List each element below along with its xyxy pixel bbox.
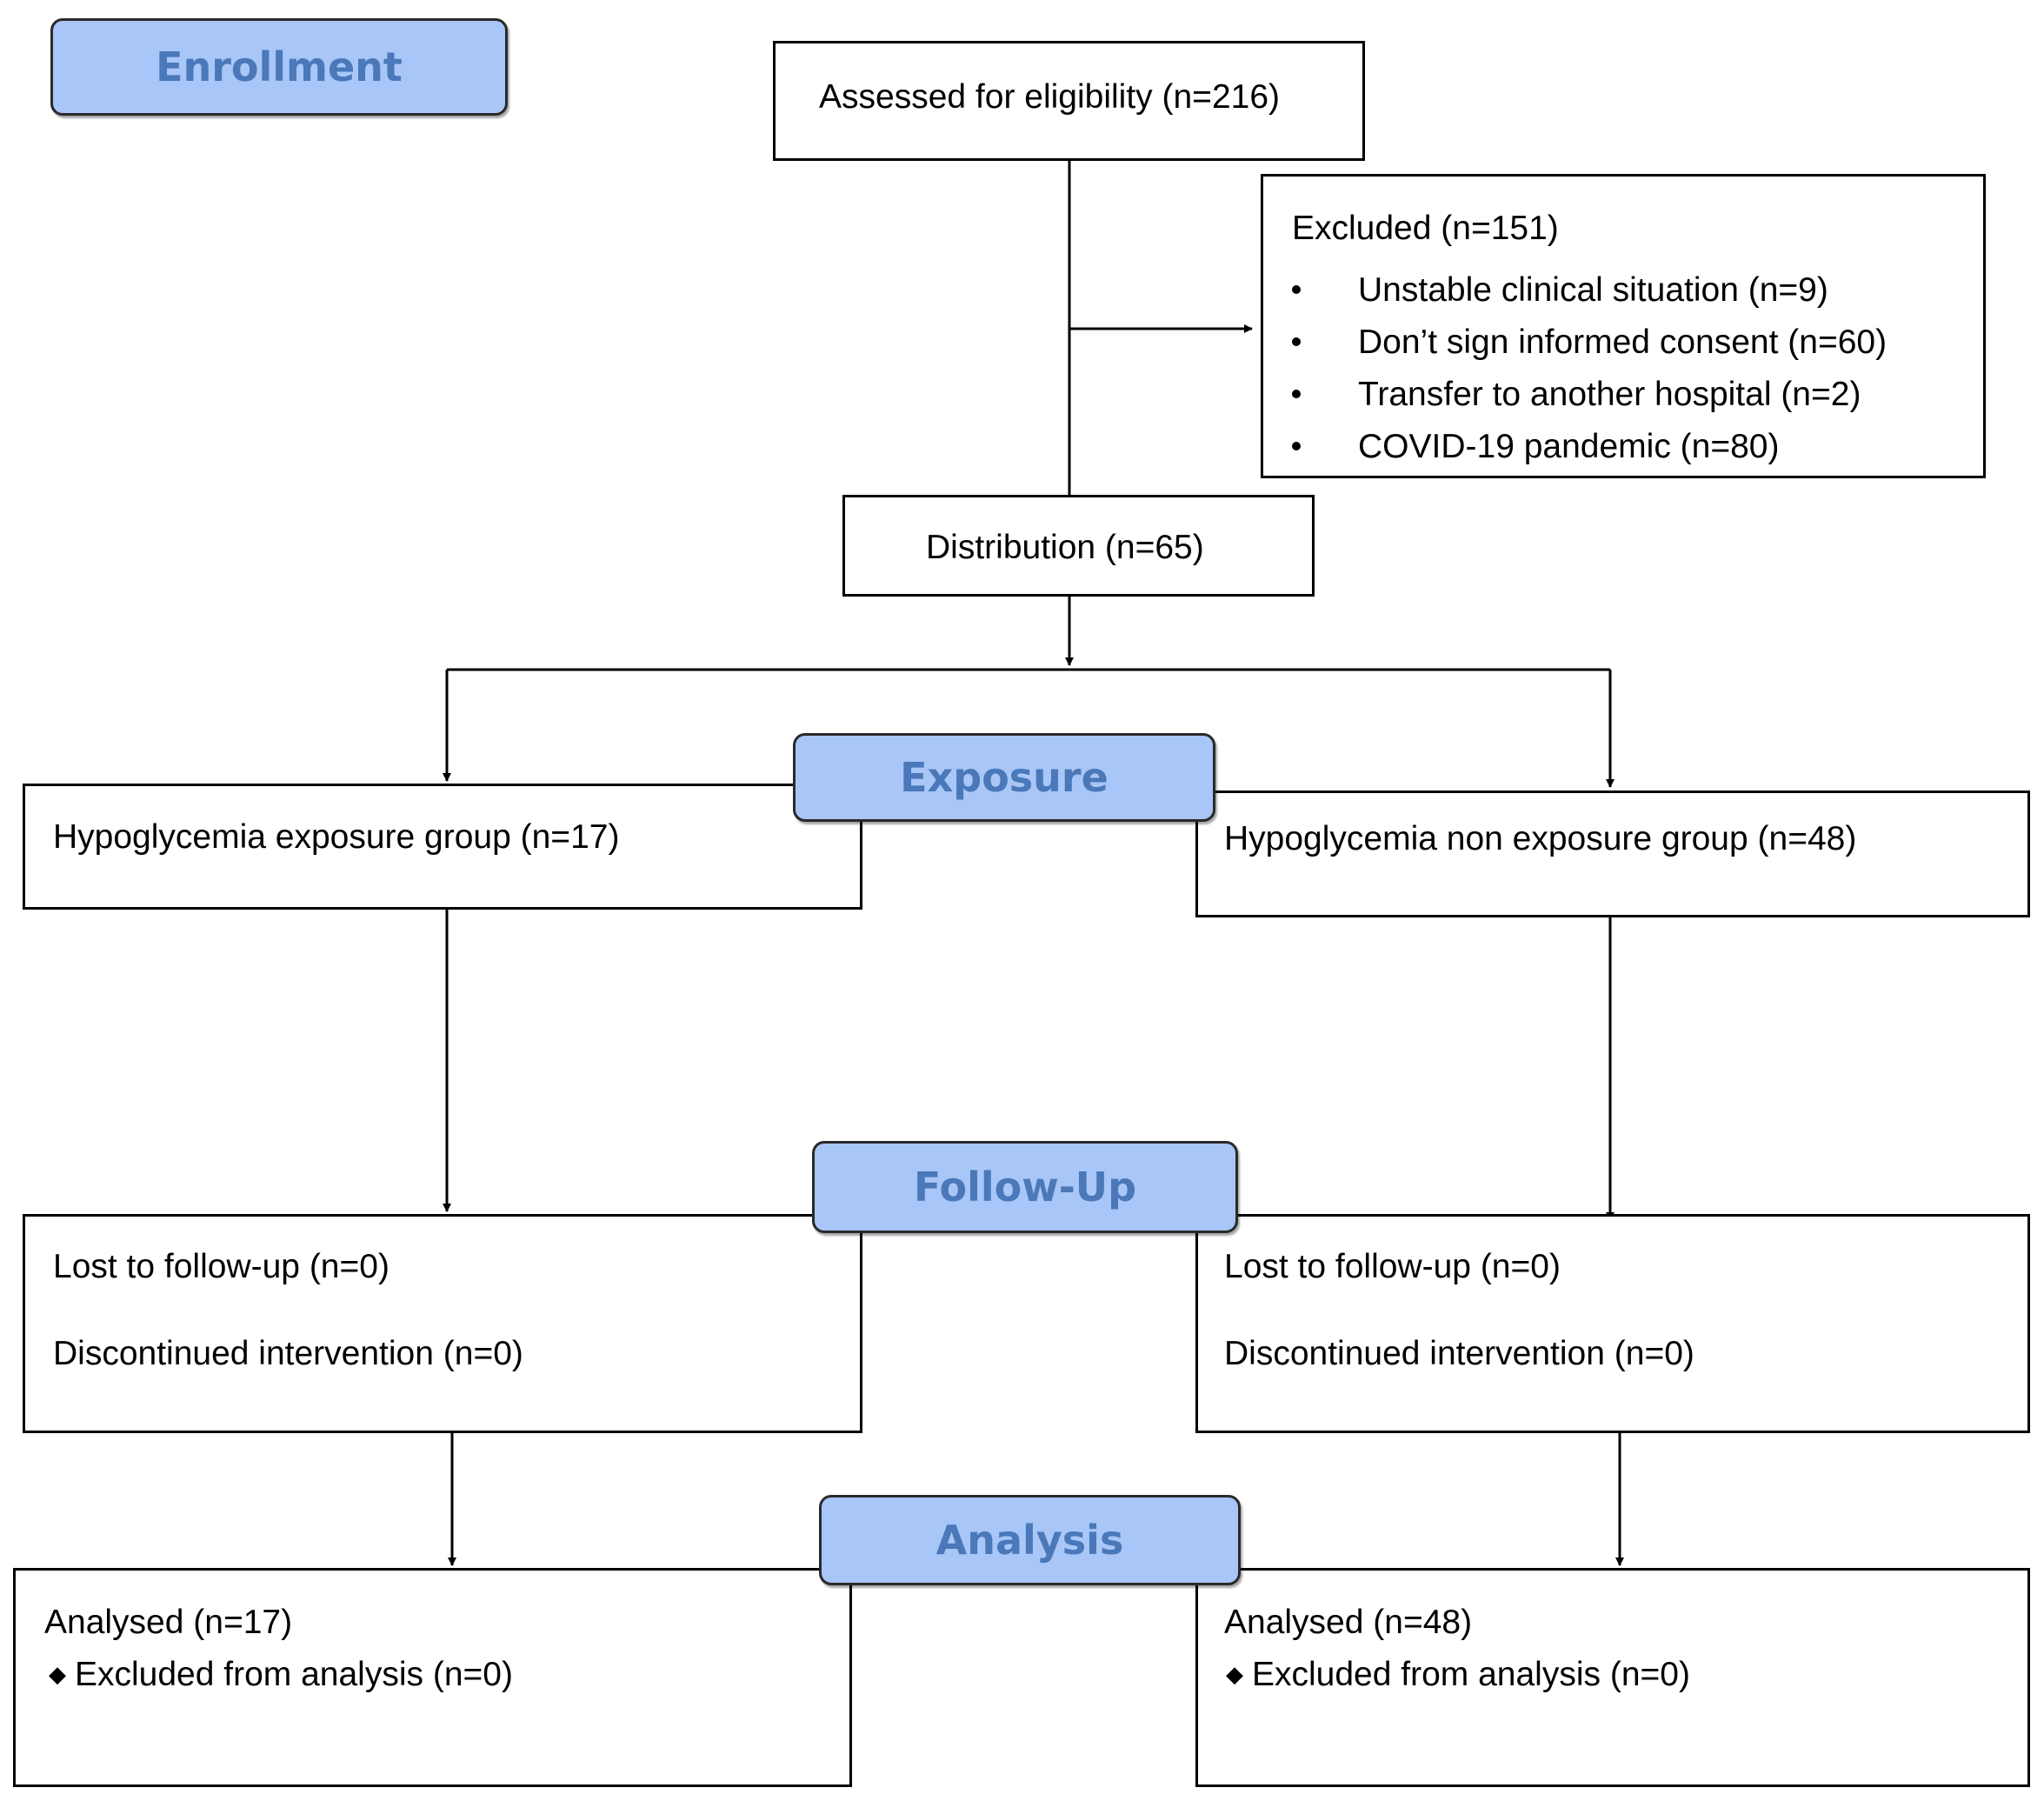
assessed-box: Assessed for eligibility (n=216): [773, 41, 1365, 161]
excluded-reason: Don’t sign informed consent (n=60): [1358, 323, 1888, 361]
list-item: Transfer to another hospital (n=2): [1292, 368, 1887, 420]
analysis-right-analysed: Analysed (n=48): [1224, 1604, 1473, 1641]
analysis-right-excluded-row: ◆ Excluded from analysis (n=0): [1226, 1658, 1690, 1691]
stage-enrollment-label: Enrollment: [50, 18, 508, 116]
follow-up-right-lost: Lost to follow-up (n=0): [1224, 1248, 1561, 1285]
distribution-box: Distribution (n=65): [842, 495, 1315, 597]
excluded-reasons-list: Unstable clinical situation (n=9) Don’t …: [1292, 263, 1887, 472]
list-item: Unstable clinical situation (n=9): [1292, 263, 1887, 316]
follow-up-left-lost: Lost to follow-up (n=0): [53, 1248, 389, 1285]
distribution-text: Distribution (n=65): [926, 529, 1204, 566]
bullet-dot-icon: [1292, 442, 1301, 450]
analysis-right-box: Analysed (n=48) ◆ Excluded from analysis …: [1195, 1568, 2030, 1787]
non-exposure-group-text: Hypoglycemia non exposure group (n=48): [1224, 820, 1857, 857]
non-exposure-group-box: Hypoglycemia non exposure group (n=48): [1195, 790, 2030, 917]
diamond-bullet-icon: ◆: [49, 1661, 66, 1687]
bullet-dot-icon: [1292, 285, 1301, 294]
diamond-bullet-icon: ◆: [1226, 1661, 1243, 1687]
bullet-dot-icon: [1292, 390, 1301, 398]
bullet-dot-icon: [1292, 337, 1301, 346]
follow-up-left-discontinued: Discontinued intervention (n=0): [53, 1335, 523, 1372]
excluded-reason: COVID-19 pandemic (n=80): [1358, 427, 1780, 465]
analysis-left-excluded: Excluded from analysis (n=0): [75, 1656, 513, 1693]
follow-up-right-discontinued: Discontinued intervention (n=0): [1224, 1335, 1694, 1372]
follow-up-right-box: Lost to follow-up (n=0) Discontinued int…: [1195, 1214, 2030, 1433]
excluded-title: Excluded (n=151): [1292, 210, 1559, 247]
list-item: COVID-19 pandemic (n=80): [1292, 420, 1887, 472]
analysis-left-excluded-row: ◆ Excluded from analysis (n=0): [49, 1658, 513, 1691]
list-item: Don’t sign informed consent (n=60): [1292, 316, 1887, 368]
stage-exposure-label: Exposure: [793, 733, 1215, 822]
excluded-box: Excluded (n=151) Unstable clinical situa…: [1261, 174, 1986, 478]
excluded-reason: Unstable clinical situation (n=9): [1358, 270, 1828, 309]
stage-analysis-label: Analysis: [819, 1495, 1241, 1585]
assessed-text: Assessed for eligibility (n=216): [819, 78, 1281, 116]
follow-up-left-box: Lost to follow-up (n=0) Discontinued int…: [23, 1214, 862, 1433]
excluded-reason: Transfer to another hospital (n=2): [1358, 375, 1861, 413]
analysis-right-excluded: Excluded from analysis (n=0): [1252, 1656, 1690, 1693]
exposure-group-box: Hypoglycemia exposure group (n=17): [23, 784, 862, 910]
analysis-left-analysed: Analysed (n=17): [44, 1604, 293, 1641]
exposure-group-text: Hypoglycemia exposure group (n=17): [53, 818, 620, 856]
stage-follow-up-label: Follow-Up: [812, 1141, 1238, 1233]
analysis-left-box: Analysed (n=17) ◆ Excluded from analysis …: [13, 1568, 852, 1787]
